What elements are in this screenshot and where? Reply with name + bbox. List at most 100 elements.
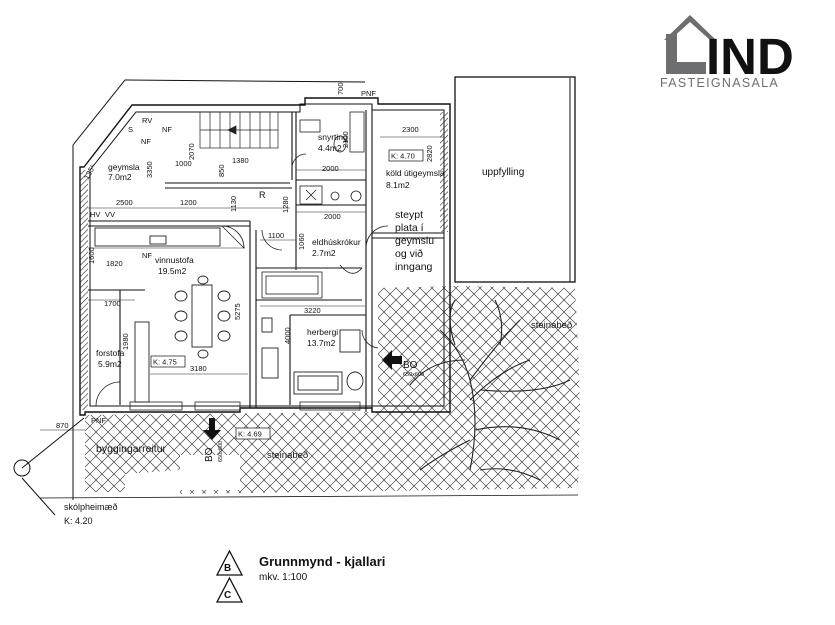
label-steinabed-east: steinabeð — [531, 320, 572, 331]
label-geymsla: geymsla — [108, 162, 140, 172]
dim-1700: 1700 — [104, 299, 121, 308]
note-line-2: plata í — [395, 222, 424, 234]
dim-2500: 2500 — [116, 198, 133, 207]
mark-r: R — [259, 190, 266, 200]
dim-850: 850 — [217, 164, 226, 177]
mark-bo-south-size: 650x600 — [218, 441, 224, 462]
mark-nf1: NF — [162, 125, 172, 134]
staircase — [199, 111, 279, 149]
note-line-4: og við — [395, 248, 423, 260]
mark-pnf-bottom: PNF — [91, 416, 106, 425]
label-koldutigeymsla: köld útigeymsla — [386, 168, 445, 178]
mark-rv: RV — [142, 116, 152, 125]
label-eldhuskrokur: eldhúskrókur — [312, 237, 361, 247]
dim-1000: 1000 — [175, 159, 192, 168]
level-k470: K: 4.70 — [391, 152, 415, 161]
dim-3180: 3180 — [190, 364, 207, 373]
dim-5275: 5275 — [233, 303, 242, 320]
misc-marks: RV NF NF S NF HV VV R PNF PNF BO 650x600… — [90, 89, 424, 462]
title-badge-b: B — [224, 563, 231, 574]
title-scale: mkv. 1:100 — [259, 572, 308, 583]
dim-2000a: 2000 — [322, 164, 339, 173]
label-herbergi-area: 13.7m2 — [307, 338, 336, 348]
concrete-note: steypt plata í geymslu og við inngang — [395, 209, 434, 273]
dim-2000b: 2000 — [324, 212, 341, 221]
mark-pnf-top: PNF — [361, 89, 376, 98]
title-main: Grunnmynd - kjallari — [259, 554, 385, 569]
kitchenette-counter — [261, 264, 363, 299]
bedroom-furniture — [261, 317, 364, 395]
label-byggingarreitur: byggingarreitur — [96, 443, 167, 455]
label-snyrting: snyrting — [318, 132, 348, 142]
dim-700: 700 — [336, 82, 345, 95]
tree-sketch — [409, 299, 571, 481]
mark-nf3: NF — [142, 251, 152, 260]
ground-gap-white — [180, 455, 240, 490]
brand-logo: IND FASTEIGNASALA — [660, 12, 810, 102]
west-wall-hatch — [80, 170, 88, 410]
note-line-3: geymslu — [395, 235, 434, 247]
hall-bench — [134, 321, 150, 403]
house-logo-icon: IND — [664, 15, 794, 85]
dim-2300: 2300 — [402, 125, 419, 134]
dim-1280: 1280 — [281, 196, 290, 213]
door-swings — [95, 153, 389, 407]
mark-nf2: NF — [141, 137, 151, 146]
work-counter — [94, 227, 221, 247]
label-skolpheimaed: skólpheimæð — [64, 502, 118, 512]
dim-1130: 1130 — [229, 196, 238, 212]
sewer-connection — [13, 417, 85, 516]
site-boundary-line — [72, 79, 366, 146]
bo-arrow-east — [382, 350, 402, 370]
level-markers: K: 4.70 K: 4.75 K: 4.69 — [150, 149, 424, 440]
room-labels: geymsla 7.0m2 snyrting 4.4m2 köld útigey… — [96, 132, 572, 461]
label-koldutigeymsla-area: 8.1m2 — [386, 180, 410, 190]
dim-2820: 2820 — [425, 145, 434, 162]
label-vinnustofa-area: 19.5m2 — [158, 266, 187, 276]
label-skolp-level: K: 4.20 — [64, 516, 93, 526]
logo-wordmark: IND — [706, 28, 794, 74]
interior-walls — [88, 104, 444, 412]
title-badges — [215, 549, 244, 603]
south-windows — [129, 401, 361, 411]
hatched-ground-area — [85, 286, 580, 494]
dim-2100: 2100 — [341, 131, 350, 148]
dim-870: 870 — [56, 421, 69, 430]
label-uppfylling: uppfylling — [482, 167, 524, 178]
bo-arrow-south — [203, 418, 221, 440]
title-badge-c: C — [224, 590, 231, 601]
mark-hv: HV — [90, 210, 100, 219]
bathroom-fixtures — [299, 111, 365, 205]
dim-2070: 2070 — [187, 143, 196, 160]
uppfylling-area — [454, 76, 576, 283]
dim-1980: 1980 — [121, 333, 130, 350]
dim-3350: 3350 — [145, 161, 154, 178]
dim-1600: 1600 — [87, 247, 96, 264]
dim-1060: 1060 — [297, 233, 306, 250]
dim-1820: 1820 — [106, 259, 123, 268]
note-line-1: steypt — [395, 209, 423, 221]
label-snyrting-area: 4.4m2 — [318, 143, 342, 153]
dimension-lines — [40, 136, 444, 431]
dim-1380: 1380 — [232, 156, 249, 165]
label-steinabed-south: steinabeð — [267, 450, 308, 461]
label-geymsla-area: 7.0m2 — [108, 172, 132, 182]
note-line-5: inngang — [395, 261, 433, 273]
label-forstofa: forstofa — [96, 348, 125, 358]
dim-3220: 3220 — [304, 306, 321, 315]
label-forstofa-area: 5.9m2 — [98, 359, 122, 369]
sewer-labels: skólpheimæð K: 4.20 — [64, 502, 118, 526]
mark-bo-south: BO — [204, 447, 215, 462]
mark-bo-east: BO — [403, 360, 418, 371]
east-wall-hatch — [440, 112, 448, 232]
label-vinnustofa: vinnustofa — [155, 255, 194, 265]
dining-table-group — [174, 275, 231, 359]
mark-bo-east-size: 650x600 — [403, 372, 424, 378]
title-block: B C Grunnmynd - kjallari mkv. 1:100 — [224, 554, 385, 601]
dimension-labels: 700 2300 2820 2070 1000 1380 850 3350 25… — [56, 82, 434, 430]
level-k469: K: 4.69 — [238, 430, 262, 439]
label-herbergi: herbergi — [307, 327, 338, 337]
dim-4000: 4000 — [283, 327, 292, 344]
